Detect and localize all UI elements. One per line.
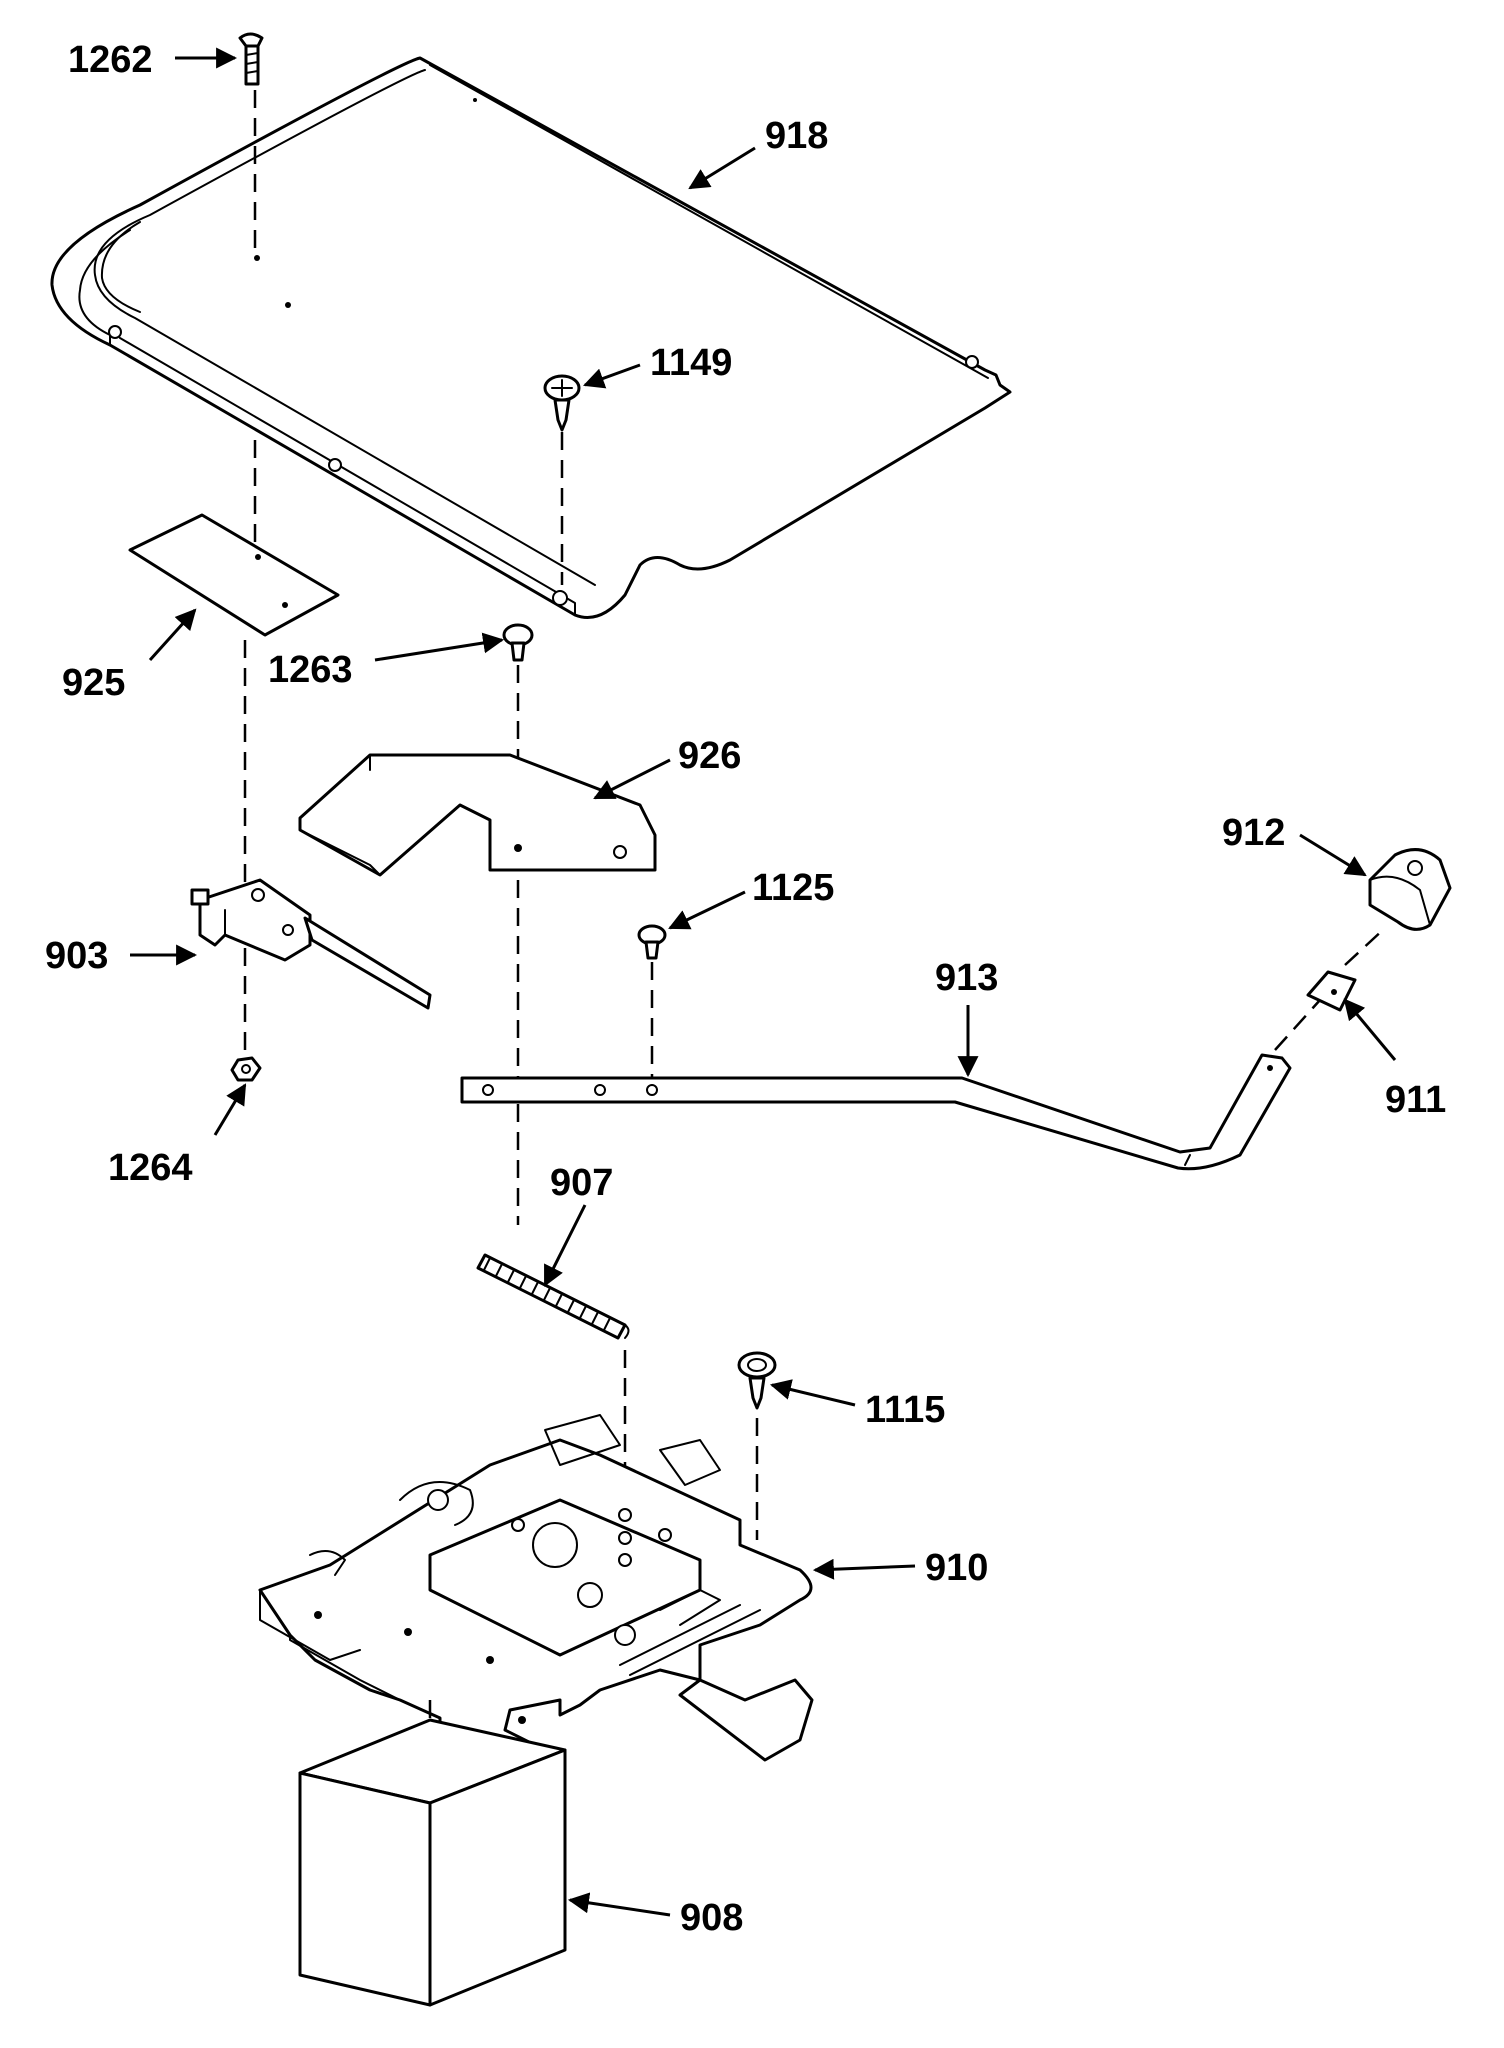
- part-number-labels: 1262 918 1149 925 1263 926 912 1125 903 …: [45, 39, 1446, 1939]
- label-1125: 1125: [752, 867, 834, 909]
- label-1262: 1262: [68, 39, 153, 81]
- label-1263: 1263: [268, 649, 353, 691]
- part-1263-screw: [502, 623, 534, 662]
- label-913: 913: [935, 957, 998, 999]
- label-926: 926: [678, 735, 741, 777]
- part-1115-screw: [737, 1351, 777, 1410]
- label-911: 911: [1385, 1079, 1446, 1121]
- part-1149-screw: [543, 374, 581, 432]
- part-903-switch: [190, 878, 432, 1010]
- part-907-spring: [476, 1253, 630, 1340]
- label-910: 910: [925, 1547, 988, 1589]
- label-925: 925: [62, 662, 125, 704]
- label-903: 903: [45, 935, 108, 977]
- part-925-plate: [128, 513, 340, 637]
- part-912-knob: [1368, 848, 1452, 931]
- label-912: 912: [1222, 812, 1285, 854]
- part-1125-screw: [637, 924, 667, 960]
- part-1264-nut: [230, 1056, 262, 1082]
- part-1262-screw: [238, 32, 264, 86]
- label-1149: 1149: [650, 342, 732, 384]
- label-908: 908: [680, 1897, 743, 1939]
- part-926-bracket: [298, 753, 657, 877]
- label-918: 918: [765, 115, 828, 157]
- label-907: 907: [550, 1162, 613, 1204]
- part-913-rod: [460, 1053, 1292, 1171]
- label-1115: 1115: [865, 1389, 945, 1431]
- part-911-clip: [1306, 970, 1357, 1012]
- label-1264: 1264: [108, 1147, 193, 1189]
- label-arrows: [130, 47, 1397, 1917]
- part-918-cover: [50, 56, 1012, 619]
- part-908-block: [298, 1718, 567, 2007]
